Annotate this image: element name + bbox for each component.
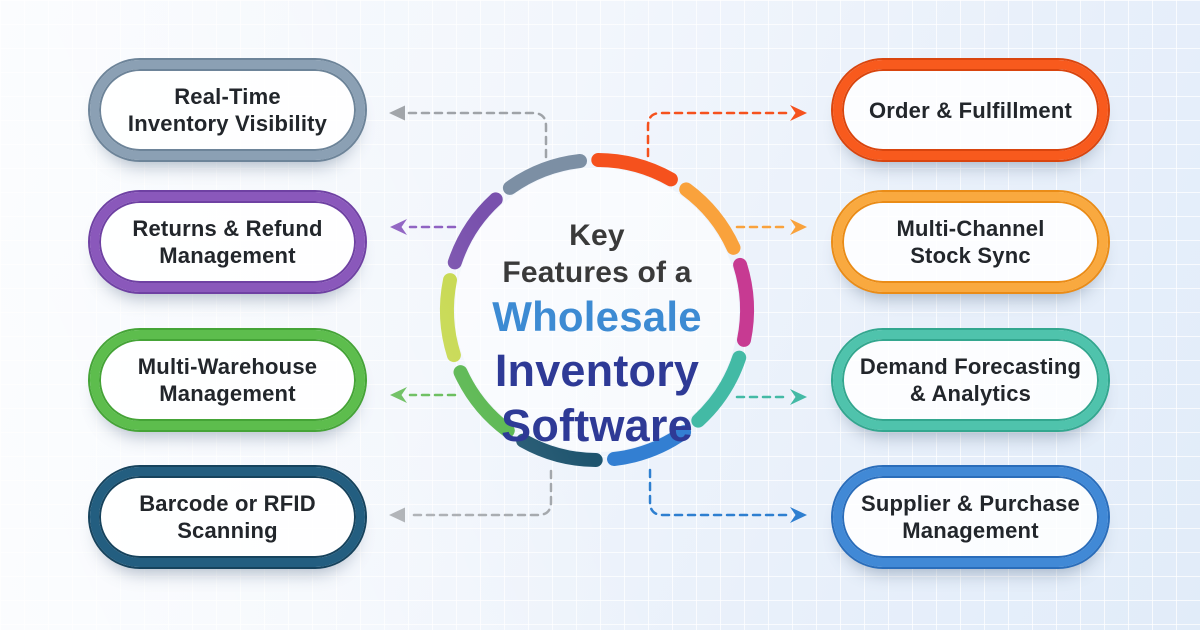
pill-label-line: Returns & Refund xyxy=(132,216,323,241)
pill-label: Demand Forecasting & Analytics xyxy=(860,353,1081,407)
pill-demand-forecasting-analytics: Demand Forecasting & Analytics xyxy=(833,330,1108,430)
pill-label-line: Real-Time xyxy=(174,84,281,109)
connector-returns-refund-arrowhead xyxy=(390,219,407,235)
pill-label-line: Scanning xyxy=(177,518,278,543)
title-line-features: Features of a xyxy=(502,256,692,289)
pill-label-line: Management xyxy=(159,243,296,268)
pill-order-fulfillment: Order & Fulfillment xyxy=(833,60,1108,160)
pill-supplier-purchase-management: Supplier & Purchase Management xyxy=(833,467,1108,567)
connector-supplier-purchase-line xyxy=(648,468,790,517)
pill-label: Order & Fulfillment xyxy=(869,97,1072,124)
connector-order-fulfillment-arrowhead xyxy=(790,105,807,121)
connector-real-time-line xyxy=(406,111,548,159)
pill-label: Multi-Warehouse Management xyxy=(138,353,317,407)
connector-barcode-rfid-arrowhead xyxy=(389,507,405,523)
pill-barcode-rfid-scanning: Barcode or RFID Scanning xyxy=(90,467,365,567)
pill-label-line: Multi-Channel xyxy=(896,216,1045,241)
connector-order-fulfillment-line xyxy=(646,111,790,158)
connector-multi-warehouse-arrowhead xyxy=(390,387,407,403)
connector-barcode-rfid-line xyxy=(406,469,553,517)
pill-label: Real-Time Inventory Visibility xyxy=(128,83,327,137)
ring-segment-orange-red xyxy=(591,153,678,187)
ring-segment-green xyxy=(453,365,515,438)
pill-label-line: Management xyxy=(159,381,296,406)
ring-segment-blue xyxy=(607,425,692,466)
ring-inner-fill xyxy=(455,168,739,452)
pill-label-line: Multi-Warehouse xyxy=(137,354,318,379)
center-title: Key Features of a Wholesale Inventory So… xyxy=(447,217,747,453)
ring-segment-slate xyxy=(502,154,587,195)
ring-segment-magenta xyxy=(733,257,755,347)
ring-segment-teal xyxy=(691,350,747,428)
connector-multi-channel-arrowhead xyxy=(790,219,807,235)
connector-demand-forecasting-arrowhead xyxy=(790,389,807,405)
pill-label: Multi-Channel Stock Sync xyxy=(896,215,1044,269)
title-line-inventory: Inventory xyxy=(494,345,700,396)
pill-label-line: Stock Sync xyxy=(910,243,1031,268)
pill-label: Supplier & Purchase Management xyxy=(861,490,1080,544)
pill-label-line: Management xyxy=(902,518,1039,543)
pill-multi-warehouse-management: Multi-Warehouse Management xyxy=(90,330,365,430)
pill-label-line: Demand Forecasting xyxy=(859,354,1082,379)
pill-label-line: Inventory Visibility xyxy=(127,111,328,136)
ring-segment-purple xyxy=(447,192,503,270)
pill-label-line: & Analytics xyxy=(909,381,1032,406)
pill-label-line: Supplier & Purchase xyxy=(861,491,1080,516)
ring-segment-amber xyxy=(679,182,741,255)
ring-segment-navy xyxy=(516,433,603,467)
pill-real-time-inventory-visibility: Real-Time Inventory Visibility xyxy=(90,60,365,160)
pill-label-line: Barcode or RFID xyxy=(139,491,316,516)
pill-multi-channel-stock-sync: Multi-Channel Stock Sync xyxy=(833,192,1108,292)
title-line-wholesale: Wholesale xyxy=(492,293,702,340)
title-line-software: Software xyxy=(501,400,693,451)
pill-label: Barcode or RFID Scanning xyxy=(139,490,316,544)
pill-returns-refund-management: Returns & Refund Management xyxy=(90,192,365,292)
connector-supplier-purchase-arrowhead xyxy=(790,507,807,523)
pill-label-line: Order & Fulfillment xyxy=(868,97,1073,123)
ring-segment-yellow-green xyxy=(439,273,461,363)
connector-real-time-arrowhead xyxy=(389,105,405,121)
title-line-key: Key xyxy=(569,219,625,252)
pill-label: Returns & Refund Management xyxy=(132,215,322,269)
